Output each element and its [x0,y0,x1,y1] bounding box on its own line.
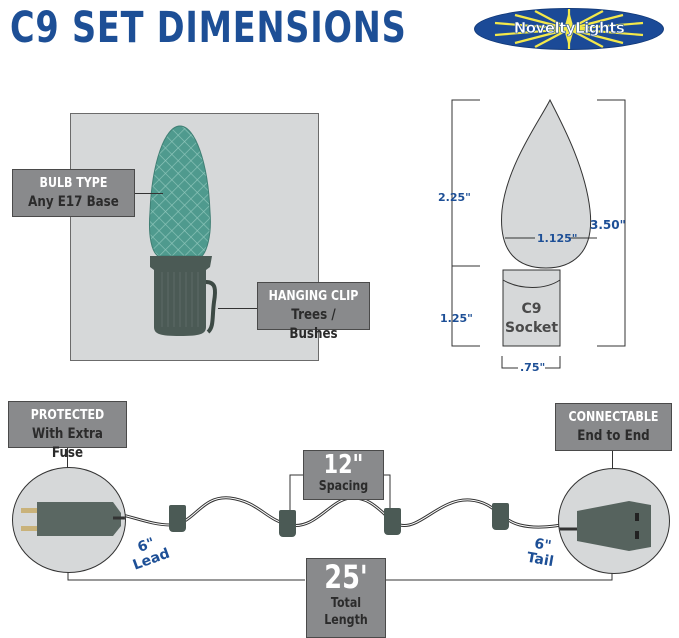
logo-text: NoveltyLights [513,19,625,38]
spacing-callout: 12" Spacing [303,450,384,500]
socket-height-label: 1.25" [440,312,473,325]
protected-subtitle: With Extra Fuse [32,426,103,461]
page-title: C9 SET DIMENSIONS [10,3,407,53]
socket-label: C9 Socket [503,300,560,338]
socket-label-line1: C9 [521,301,542,317]
socket-3 [384,508,401,535]
socket-4 [492,503,509,530]
starburst-icon [494,9,644,49]
connectable-subtitle: End to End [577,428,650,444]
bulb-type-callout: BULB TYPE Any E17 Base [12,169,135,217]
total-length-callout: 25' Total Length [306,558,386,638]
socket-1 [169,505,186,532]
hanging-clip-subtitle: Trees / Bushes [289,307,338,342]
connectable-title: CONNECTABLE [568,410,659,425]
connectable-callout: CONNECTABLE End to End [555,403,672,451]
protected-title: PROTECTED [30,408,105,423]
bulb-dimension-drawing [451,98,626,369]
plug-icon [21,502,125,536]
c9-bulb-photo [149,125,217,336]
hanging-clip-title: HANGING CLIP [268,289,359,304]
hanging-clip-callout: HANGING CLIP Trees / Bushes [257,282,370,342]
plug-detail-circle [12,467,126,573]
spacing-label: Spacing [318,479,369,494]
socket-label-line2: Socket [504,320,559,336]
bulb-type-subtitle: Any E17 Base [28,194,119,210]
total-length-label-1: Total [330,596,362,611]
total-height-label: 3.50" [590,218,626,232]
tail-label: 6" Tail [526,536,558,570]
protected-callout: PROTECTED With Extra Fuse [8,401,127,461]
socket-width-label: .75" [520,361,546,374]
plug-leader-line [67,446,68,468]
spacing-value: 12" [323,450,364,480]
bulb-width-label: 1.125" [537,232,578,245]
outlet-connector-icon [559,501,651,551]
bulb-type-leader-line [133,193,163,194]
hanging-clip-leader-line [218,308,258,309]
novelty-lights-logo: NoveltyLights [474,8,664,50]
total-length-label-2: Length [324,613,368,628]
socket-2 [279,510,296,537]
bulb-height-label: 2.25" [438,191,471,204]
bulb-type-title: BULB TYPE [39,176,108,191]
connector-leader-line [612,450,613,470]
connector-detail-circle [558,468,670,574]
total-length-value: 25' [324,558,368,596]
